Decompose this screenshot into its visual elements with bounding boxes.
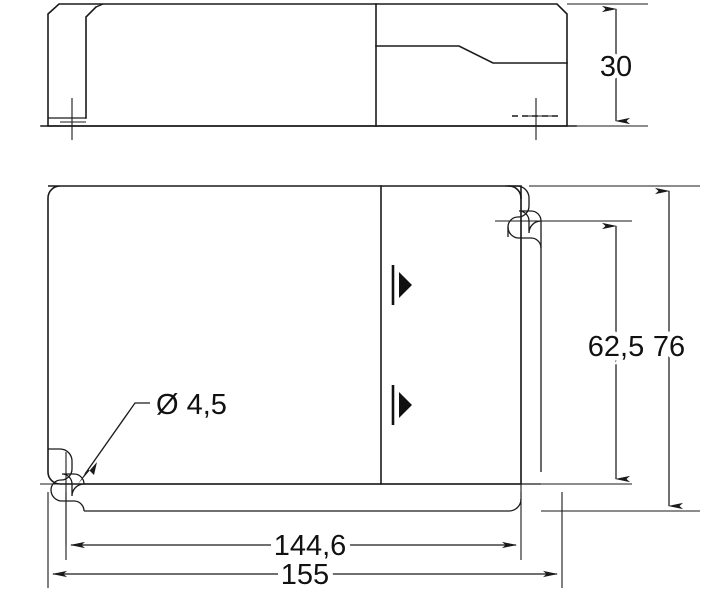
tab-upper-right-slot-lower	[507, 226, 542, 249]
hole-diameter-label: Ø 4,5	[156, 389, 227, 421]
side-view-left-tab-top-edge	[95, 3, 104, 8]
side-view-body-outline	[47, 3, 568, 127]
polarity-marker-lower	[391, 385, 412, 425]
dim-30-label: 30	[600, 51, 632, 83]
dimension-62-5: 62,5	[84, 220, 649, 485]
plan-view-body-outline	[47, 185, 522, 485]
dim-76-label: 76	[653, 331, 685, 363]
dimension-76: 76	[529, 185, 700, 512]
dim-62-5-label: 62,5	[588, 331, 644, 363]
tab-lower-left-slot-lower	[50, 489, 85, 512]
polarity-marker-upper	[391, 265, 412, 305]
hole-diameter-callout: Ø 4,5	[78, 389, 227, 484]
hole-diameter-leader-arrow	[78, 462, 97, 484]
side-view-left-tab-step	[85, 5, 98, 119]
dimension-144-6: 144,6	[65, 492, 522, 568]
side-view-step-profile	[375, 45, 568, 64]
side-elevation-view	[40, 3, 648, 140]
polarity-marker-upper-triangle	[399, 272, 412, 298]
dimension-155: 155	[47, 492, 563, 591]
polarity-marker-lower-triangle	[399, 392, 412, 418]
dim-155-label: 155	[281, 559, 329, 591]
tab-lower-left-inner	[61, 473, 85, 497]
tab-upper-right-inner	[518, 210, 542, 234]
plan-view: Ø 4,5 62,5 76 144,6	[40, 185, 700, 591]
tab-upper-right-outer	[505, 185, 530, 237]
dim-144-6-label: 144,6	[274, 530, 347, 562]
tab-lower-left-flange-lower	[84, 498, 522, 512]
mounting-tab-upper-right	[495, 185, 560, 500]
plan-view-upper-right-corner	[508, 185, 522, 199]
hole-diameter-leader-line	[84, 402, 150, 475]
